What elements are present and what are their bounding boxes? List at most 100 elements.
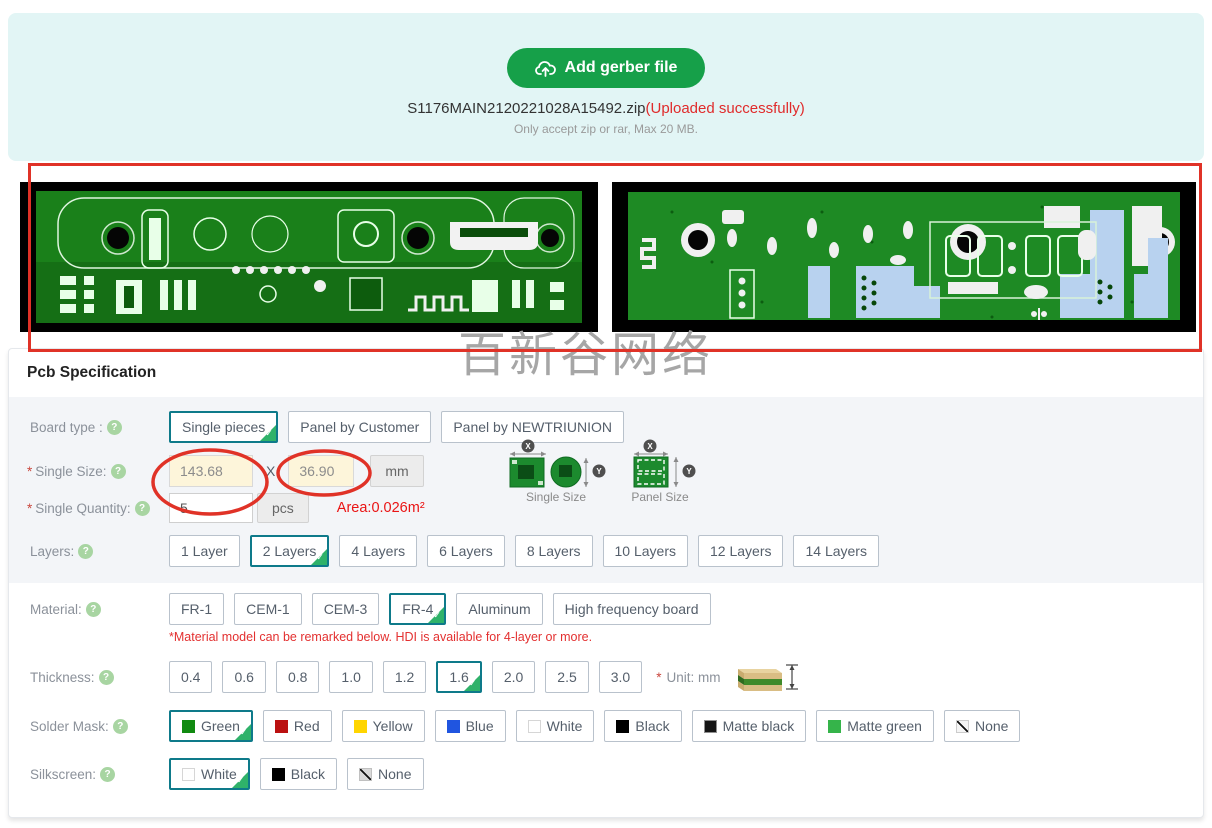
solder-mask-option-yellow[interactable]: Yellow xyxy=(341,710,425,742)
option-label: 1 Layer xyxy=(181,543,228,559)
size-unit-button[interactable]: mm xyxy=(370,455,424,487)
solder-mask-option-green[interactable]: Green✓ xyxy=(169,710,253,742)
option-label: Green xyxy=(201,718,240,734)
thickness-option-1.0[interactable]: 1.0 xyxy=(329,661,373,693)
option-label: High frequency board xyxy=(564,601,699,617)
help-icon[interactable]: ? xyxy=(98,669,114,685)
silkscreen-option-none[interactable]: None xyxy=(347,758,424,790)
color-swatch xyxy=(182,719,195,733)
thickness-options: 0.4 0.6 0.8 1.0 1.2 1.6✓ 2.0 2.5 3.0 xyxy=(169,661,652,693)
solder-mask-option-matte-black[interactable]: Matte black xyxy=(691,710,807,742)
check-icon: ✓ xyxy=(234,724,251,740)
quantity-input[interactable] xyxy=(169,493,253,523)
spec-bottom-section: Material: ? FR-1 CEM-1 CEM-3 FR-4✓ Aluminum H… xyxy=(9,583,1203,790)
cloud-upload-icon xyxy=(534,60,556,77)
material-option-fr-1[interactable]: FR-1 xyxy=(169,593,225,625)
uploaded-file-line: S1176MAIN2120221028A15492.zip(Uploaded s… xyxy=(407,100,805,117)
material-option-cem-1[interactable]: CEM-1 xyxy=(234,593,302,625)
help-icon[interactable]: ? xyxy=(112,718,128,734)
layers-option-14-layers[interactable]: 14 Layers xyxy=(793,535,879,567)
single-size-diagram: X Y xyxy=(509,439,606,488)
svg-text:Y: Y xyxy=(686,467,692,476)
thickness-option-1.6[interactable]: 1.6✓ xyxy=(436,661,482,693)
material-row: Material: ? FR-1 CEM-1 CEM-3 FR-4✓ Aluminum H… xyxy=(27,593,1185,625)
thickness-option-1.2[interactable]: 1.2 xyxy=(382,661,427,693)
required-mark: * xyxy=(27,500,33,516)
svg-text:X: X xyxy=(647,442,653,451)
option-label: 14 Layers xyxy=(805,543,867,559)
solder-mask-option-none[interactable]: None xyxy=(943,710,1021,742)
color-swatch xyxy=(446,719,460,733)
layers-option-2-layers[interactable]: 2 Layers✓ xyxy=(249,535,330,567)
option-label: 8 Layers xyxy=(526,543,581,559)
silkscreen-option-white[interactable]: White✓ xyxy=(169,758,250,790)
add-gerber-file-button[interactable]: Add gerber file xyxy=(506,48,706,88)
option-label: Yellow xyxy=(372,718,413,734)
size-width-input[interactable] xyxy=(169,455,253,487)
thickness-option-0.6[interactable]: 0.6 xyxy=(222,661,266,693)
size-helper-icons: X Y Single Size X xyxy=(504,439,698,504)
thickness-label: Thickness: xyxy=(30,669,95,685)
option-label: 2.0 xyxy=(503,669,524,685)
color-swatch xyxy=(274,719,288,733)
material-option-fr-4[interactable]: FR-4✓ xyxy=(389,593,447,625)
layers-option-8-layers[interactable]: 8 Layers xyxy=(514,535,593,567)
help-icon[interactable]: ? xyxy=(106,419,122,435)
panel-size-icon: X Y Panel Size xyxy=(622,439,698,504)
thickness-option-2.5[interactable]: 2.5 xyxy=(545,661,589,693)
silkscreen-option-black[interactable]: Black xyxy=(259,758,338,790)
layers-option-4-layers[interactable]: 4 Layers xyxy=(339,535,418,567)
thickness-option-0.8[interactable]: 0.8 xyxy=(275,661,320,693)
material-option-high-frequency-board[interactable]: High frequency board xyxy=(552,593,711,625)
material-option-cem-3[interactable]: CEM-3 xyxy=(311,593,380,625)
silkscreen-options: White✓ Black None xyxy=(169,758,434,790)
uploaded-filename: S1176MAIN2120221028A15492.zip xyxy=(407,100,646,117)
solder-mask-option-matte-green[interactable]: Matte green xyxy=(816,710,934,742)
option-label: 12 Layers xyxy=(710,543,772,559)
help-icon[interactable]: ? xyxy=(110,463,126,479)
silkscreen-row: Silkscreen: ? White✓ Black None xyxy=(27,758,1185,790)
silkscreen-label-group: Silkscreen: ? xyxy=(27,766,169,782)
board-type-options: Single pieces✓ Panel by Customer Panel by … xyxy=(169,411,634,443)
solder-mask-options: Green✓ Red Yellow Blue White Black Matte black… xyxy=(169,710,1030,742)
thickness-label-group: Thickness: ? xyxy=(27,669,169,685)
thickness-row: Thickness: ? 0.4 0.6 0.8 1.0 1.2 1.6✓ 2.0 2.5 3.… xyxy=(27,661,1185,693)
layers-option-12-layers[interactable]: 12 Layers xyxy=(698,535,784,567)
check-icon: ✓ xyxy=(428,607,445,623)
solder-mask-option-white[interactable]: White xyxy=(515,710,595,742)
help-icon[interactable]: ? xyxy=(134,500,150,516)
color-swatch xyxy=(703,719,717,733)
option-label: White xyxy=(546,718,583,734)
layers-option-1-layer[interactable]: 1 Layer xyxy=(169,535,240,567)
help-icon[interactable]: ? xyxy=(78,543,94,559)
check-icon: ✓ xyxy=(463,675,480,691)
thickness-unit-note: * Unit: mm xyxy=(656,670,720,685)
spec-heading: Pcb Specification xyxy=(27,364,157,381)
pcb-bottom-graphic xyxy=(612,182,1196,332)
material-options: FR-1 CEM-1 CEM-3 FR-4✓ Aluminum High frequenc… xyxy=(169,593,721,625)
solder-mask-option-blue[interactable]: Blue xyxy=(434,710,506,742)
thickness-option-0.4[interactable]: 0.4 xyxy=(169,661,213,693)
solder-mask-option-black[interactable]: Black xyxy=(604,710,682,742)
help-icon[interactable]: ? xyxy=(85,601,101,617)
board-type-label: Board type : xyxy=(30,419,103,435)
board-type-option-panel-by-newtriunion[interactable]: Panel by NEWTRIUNION xyxy=(441,411,625,443)
solder-mask-option-red[interactable]: Red xyxy=(262,710,332,742)
thickness-option-2.0[interactable]: 2.0 xyxy=(491,661,536,693)
thickness-option-3.0[interactable]: 3.0 xyxy=(598,661,643,693)
layers-option-6-layers[interactable]: 6 Layers xyxy=(427,535,505,567)
color-swatch xyxy=(359,767,373,781)
board-type-option-panel-by-customer[interactable]: Panel by Customer xyxy=(288,411,432,443)
board-type-option-single-pieces[interactable]: Single pieces✓ xyxy=(169,411,279,443)
material-option-aluminum[interactable]: Aluminum xyxy=(456,593,543,625)
quantity-unit-button[interactable]: pcs xyxy=(257,493,309,523)
board-stack-icon xyxy=(738,664,799,691)
size-height-input[interactable] xyxy=(288,455,355,487)
material-label: Material: xyxy=(30,601,82,617)
upload-status: (Uploaded successfully) xyxy=(645,100,805,117)
upload-panel: Add gerber file S1176MAIN2120221028A1549… xyxy=(8,13,1204,161)
option-label: Aluminum xyxy=(468,601,531,617)
help-icon[interactable]: ? xyxy=(100,766,116,782)
layers-option-10-layers[interactable]: 10 Layers xyxy=(602,535,688,567)
